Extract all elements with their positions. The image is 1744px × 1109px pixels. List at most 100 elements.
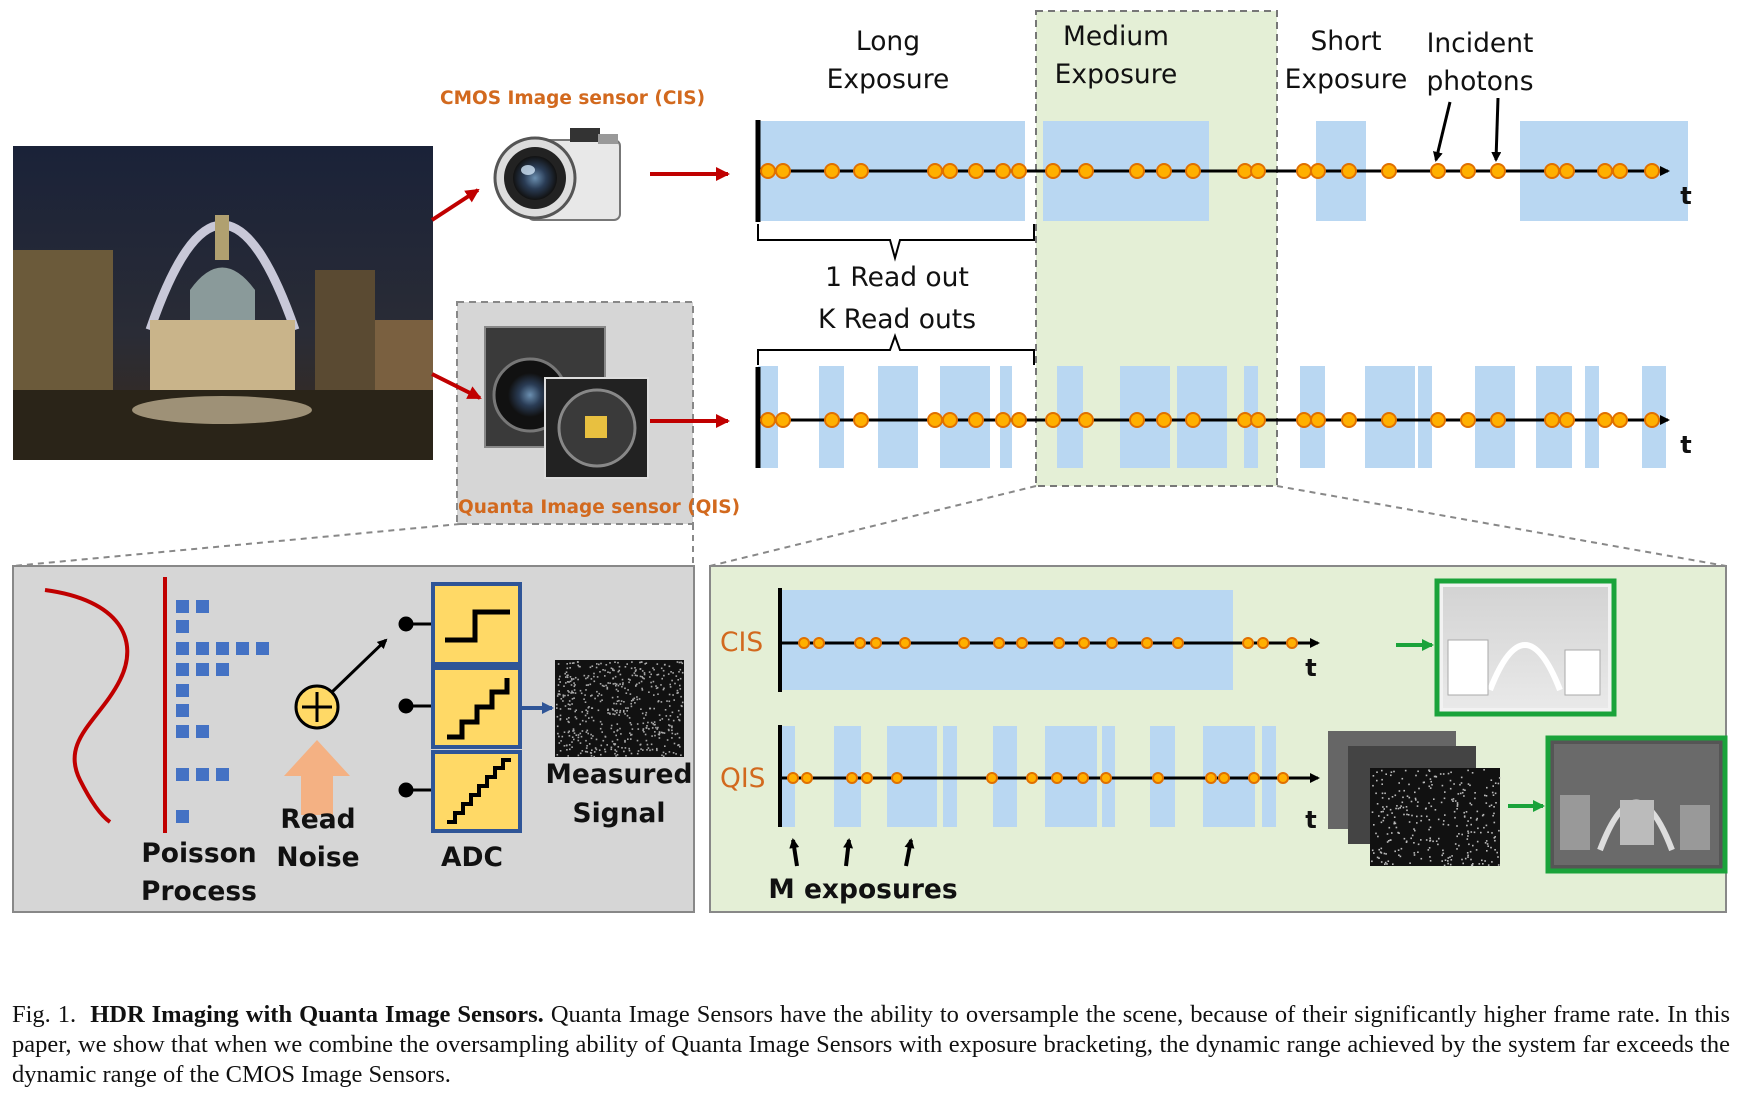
noise-speck: [612, 677, 614, 680]
noise-speck: [623, 701, 625, 703]
noise-speck: [649, 707, 652, 710]
caption-title: HDR Imaging with Quanta Image Sensors.: [90, 1001, 544, 1028]
noise-speck: [580, 735, 583, 738]
noise-speck: [1459, 792, 1462, 795]
noise-speck: [1387, 840, 1390, 842]
noise-speck: [630, 733, 633, 736]
noise-speck: [599, 727, 602, 730]
photon-dot: [1296, 412, 1312, 428]
noise-speck: [1429, 840, 1431, 842]
noise-speck: [675, 675, 678, 677]
noise-speck: [1386, 841, 1389, 843]
noise-speck: [600, 662, 602, 665]
noise-speck: [646, 743, 649, 746]
noise-speck: [1484, 842, 1487, 844]
noise-speck: [1444, 791, 1446, 793]
noise-speck: [1491, 791, 1494, 794]
noise-speck: [658, 714, 661, 716]
noise-speck: [666, 700, 668, 702]
noise-speck: [1472, 844, 1474, 847]
noise-speck: [648, 728, 650, 730]
noise-speck: [681, 701, 684, 704]
noise-speck: [594, 747, 597, 749]
noise-speck: [1376, 771, 1378, 773]
noise-speck: [1450, 771, 1452, 774]
noise-speck: [677, 691, 679, 694]
noise-speck: [577, 664, 579, 667]
noise-speck: [641, 670, 644, 672]
noise-speck: [617, 670, 620, 673]
noise-speck: [1463, 795, 1465, 797]
noise-speck: [1371, 811, 1374, 813]
cis-zoom-photon-dots: [798, 637, 1298, 649]
noise-speck: [677, 744, 679, 747]
noise-speck: [1388, 826, 1391, 829]
poisson-label-1: Poisson: [141, 838, 256, 869]
noise-speck: [642, 722, 645, 725]
noise-speck: [1461, 833, 1463, 836]
photon-dot: [942, 412, 958, 428]
noise-speck: [621, 685, 623, 688]
noise-speck: [1458, 833, 1460, 835]
noise-speck: [1397, 831, 1399, 834]
photon-dot: [899, 637, 911, 649]
photon-dot: [1277, 772, 1289, 784]
noise-speck: [671, 679, 673, 682]
photon-dot: [1045, 163, 1061, 179]
noise-speck: [644, 663, 646, 665]
noise-speck: [1485, 824, 1488, 827]
noise-speck: [653, 694, 655, 696]
noise-speck: [590, 695, 592, 697]
noise-speck: [636, 752, 639, 755]
noise-speck: [591, 749, 593, 751]
noise-speck: [586, 751, 589, 753]
noise-speck: [642, 749, 644, 751]
noise-speck: [1444, 859, 1447, 861]
hdr-qis-diagram: CMOS Image sensor (CIS) Quanta Image sen…: [12, 10, 1728, 913]
noise-speck: [1468, 843, 1470, 846]
noise-speck: [1382, 819, 1385, 822]
noise-speck: [671, 726, 673, 729]
noise-speck: [1372, 775, 1375, 777]
noise-speck: [562, 700, 564, 702]
noise-speck: [636, 739, 639, 742]
noise-speck: [654, 734, 656, 737]
noise-speck: [639, 661, 641, 664]
noise-speck: [1395, 826, 1398, 829]
noise-speck: [624, 741, 626, 743]
noise-speck: [571, 703, 573, 705]
noise-speck: [658, 732, 661, 734]
noise-speck: [1392, 863, 1394, 865]
noise-speck: [596, 690, 598, 693]
noise-speck: [1498, 829, 1500, 832]
noise-speck: [556, 707, 558, 709]
noise-speck: [652, 667, 654, 669]
noise-speck: [566, 681, 569, 683]
noise-speck: [638, 682, 641, 684]
noise-speck: [570, 692, 572, 694]
noise-speck: [679, 677, 682, 680]
noise-speck: [655, 687, 658, 690]
qis-zoom-photon-dots: [787, 772, 1289, 784]
noise-speck: [1378, 857, 1380, 859]
noise-speck: [568, 730, 570, 733]
noise-speck: [1456, 805, 1459, 807]
noise-speck: [593, 675, 595, 678]
noise-speck: [1481, 814, 1484, 817]
noise-speck: [607, 708, 609, 711]
noise-speck: [571, 698, 574, 700]
noise-speck: [581, 719, 584, 722]
noise-speck: [640, 661, 643, 663]
noise-speck: [567, 755, 569, 757]
noise-speck: [1416, 815, 1418, 818]
noise-speck: [1498, 777, 1501, 779]
noise-speck: [1441, 854, 1443, 857]
noise-speck: [611, 668, 614, 670]
noise-speck: [645, 726, 648, 729]
noise-speck: [648, 691, 650, 693]
noise-speck: [1470, 823, 1472, 826]
cis-zoom-exposure-block: [780, 590, 1233, 690]
noise-speck: [586, 729, 589, 732]
noise-speck: [1394, 822, 1397, 825]
noise-speck: [614, 675, 617, 678]
